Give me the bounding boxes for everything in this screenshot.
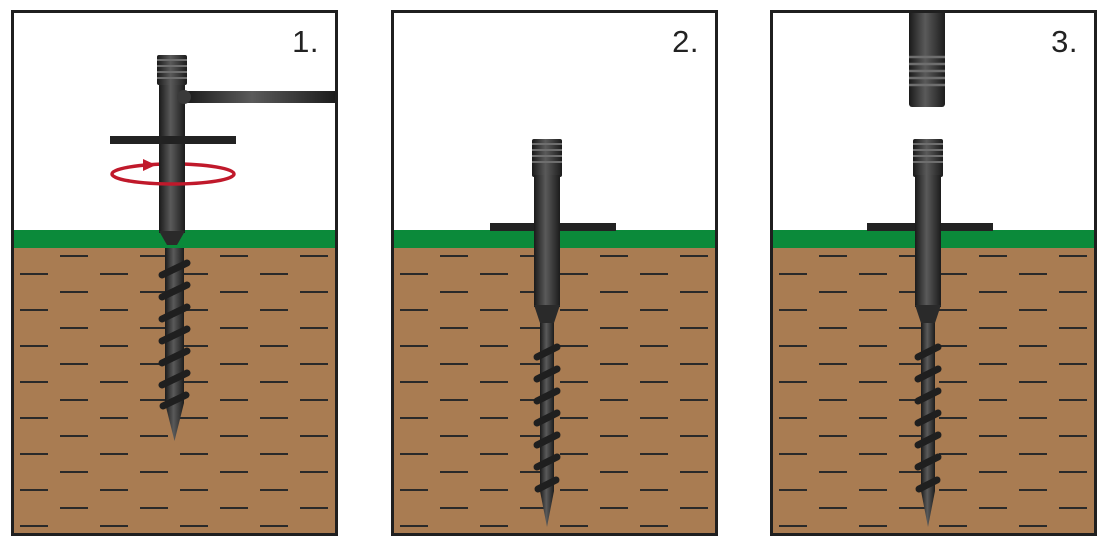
ground-screw <box>532 139 562 527</box>
step-3-illustration <box>773 13 1094 533</box>
tool-handle <box>184 91 335 103</box>
step-2-panel: 2. <box>391 10 718 536</box>
step-number: 3. <box>1051 24 1078 59</box>
step-3-panel: 3. <box>770 10 1097 536</box>
ground-screw <box>913 139 943 527</box>
ground-screw <box>158 248 191 441</box>
installation-tool <box>110 55 335 245</box>
rotation-arrow-icon <box>110 159 236 186</box>
step-2-illustration <box>394 139 715 533</box>
step-number: 2. <box>672 24 699 59</box>
step-number: 1. <box>292 24 319 59</box>
tool-collar <box>110 136 236 144</box>
step-1-illustration <box>14 55 335 533</box>
post-adapter <box>909 13 945 107</box>
step-1-panel: 1. <box>11 10 338 536</box>
